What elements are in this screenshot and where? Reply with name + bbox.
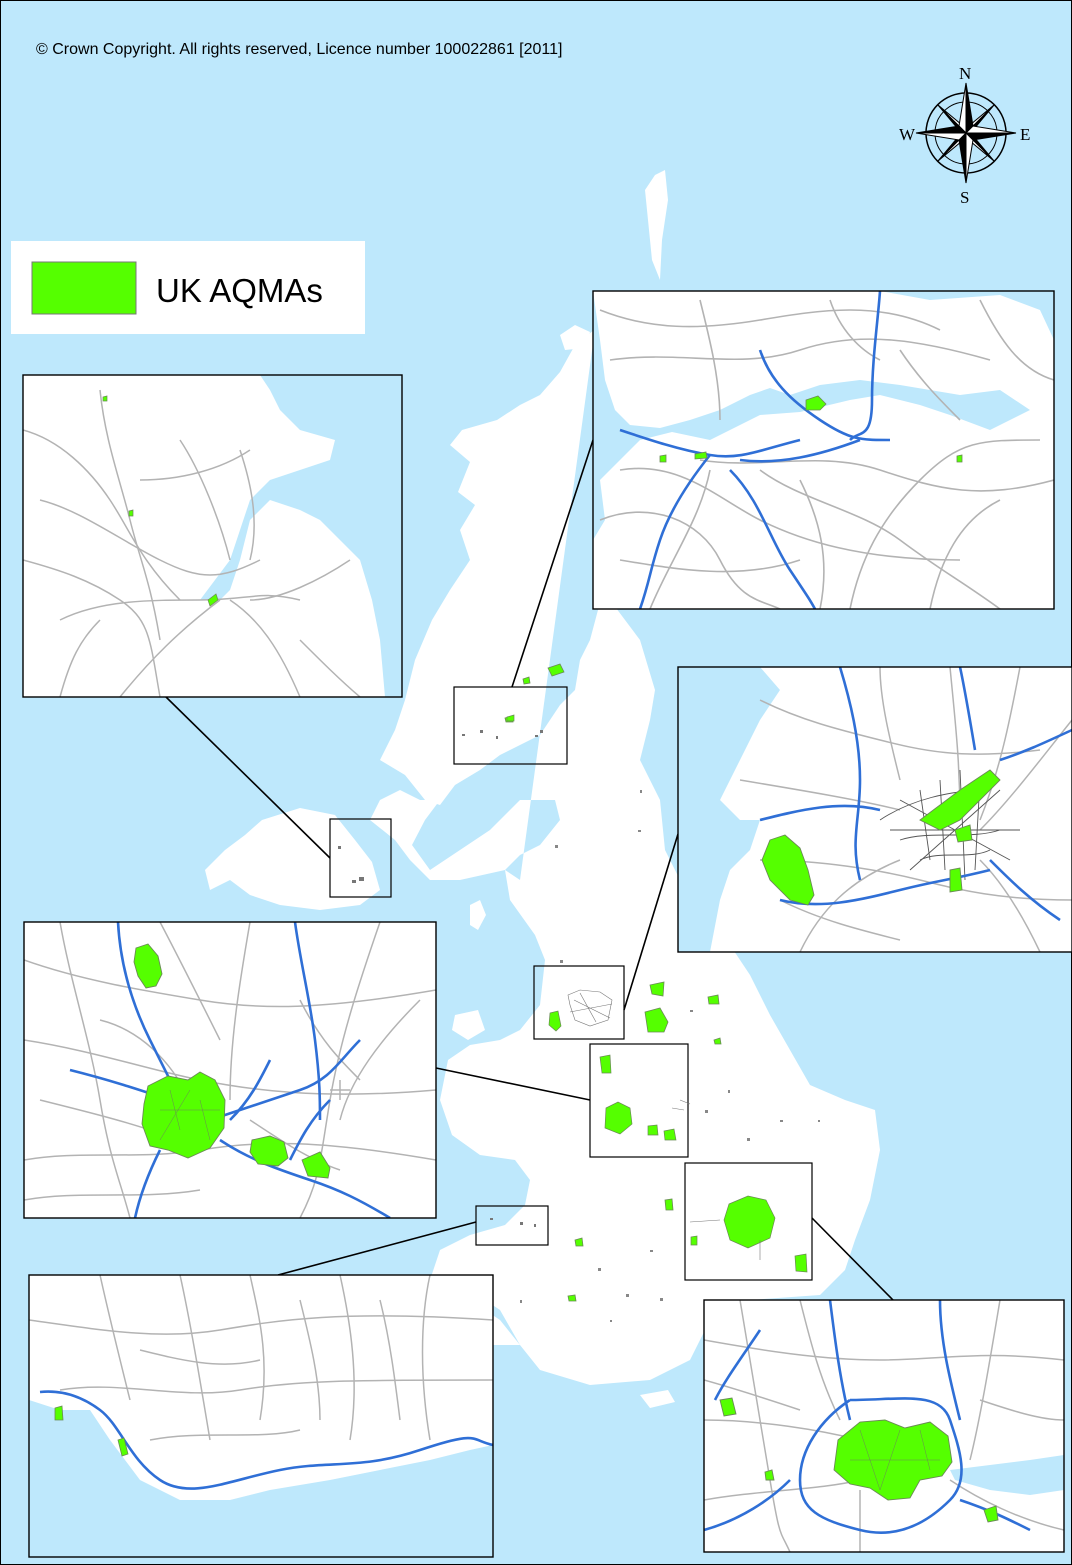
inset-lon-thames-estuary [950,1455,1064,1495]
locator-north-west [533,965,625,1040]
legend-label: UK AQMAs [156,272,323,309]
isle-of-man-land [470,900,486,930]
locator-contents [338,714,808,1273]
connector-scotland [511,439,594,688]
inset-south-wales [28,1274,494,1558]
orkney-land [560,325,590,350]
inset-scot-land [593,291,1054,609]
land [205,170,880,1408]
inset-mid-leicester-aqma [301,1151,331,1179]
main-urban-specks [520,790,820,1322]
inset-wales-sea [29,1400,493,1557]
copyright-text: © Crown Copyright. All rights reserved, … [36,41,562,58]
inset-mid-birmingham-aqma [141,1071,226,1159]
inset-ni-sea [200,375,402,697]
northern-ireland-land [205,808,380,910]
isle-of-wight-land [640,1390,675,1408]
connector-north-west [623,833,679,1011]
locator-boxes [329,686,813,1281]
connector-belfast [165,696,331,859]
inset-mid-stoke-aqma [133,943,163,989]
connector-midlands [435,1067,591,1101]
inset-belfast [22,374,403,698]
inset-nw-liverpool-aqma [761,834,815,906]
inset-north-west [677,666,1072,953]
compass-s-label: S [960,188,969,207]
compass-e-label: E [1020,125,1030,144]
great-britain-land [370,292,880,1385]
shetland-land [645,170,668,280]
connector-south-wales [277,1221,477,1276]
inset-nw-sea [678,667,780,952]
inset-london [703,1299,1065,1553]
inset-mid-coventry-aqma [249,1135,289,1167]
compass-n-label: N [959,64,971,83]
locator-south-wales [475,1205,549,1246]
legend: UK AQMAs [11,241,365,334]
main-aqma-markers [504,663,722,1302]
locator-london [684,1162,813,1281]
compass-w-label: W [899,125,916,144]
locator-midlands [589,1043,689,1158]
connector-lines [165,439,894,1301]
legend-swatch [31,261,137,315]
inset-central-scotland [592,290,1055,610]
anglesey-land [452,1010,485,1040]
compass-cardinal-points [915,82,1017,184]
locator-central-scotland [453,686,568,765]
compass-rose: N S E W [899,64,1030,207]
inset-midlands [23,921,437,1219]
connector-london [811,1217,894,1301]
